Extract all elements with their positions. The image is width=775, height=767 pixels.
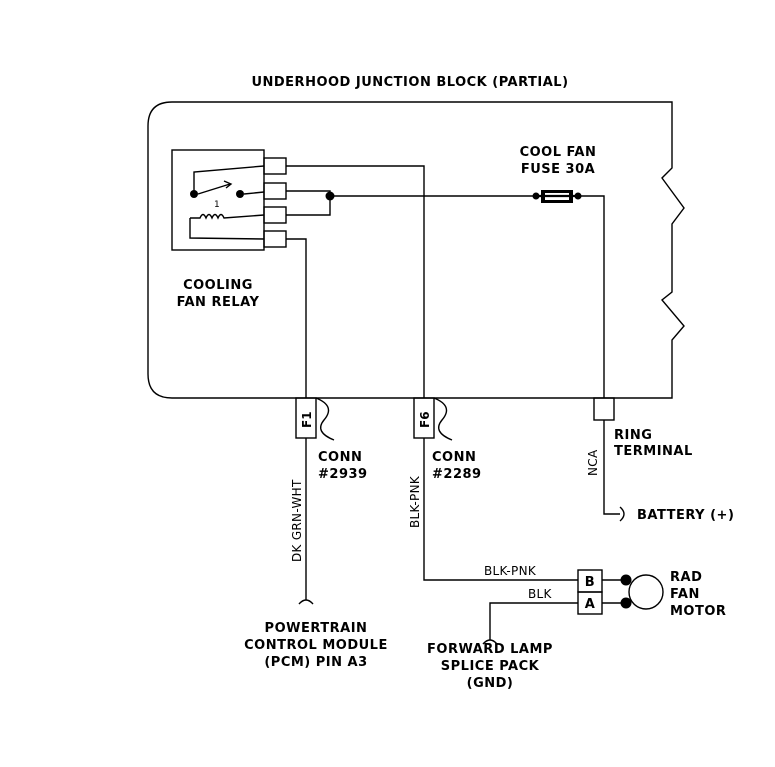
ring-terminal: RING TERMINAL NCA: [586, 397, 693, 476]
ring-terminal-line1: RING: [614, 428, 652, 443]
motor-label-line3: MOTOR: [670, 604, 726, 619]
pcm-label-line3: (PCM) PIN A3: [264, 655, 367, 670]
relay-internal-wire-top: [193, 165, 265, 194]
connector-f1-pin: F1: [300, 411, 314, 428]
pcm-wire-end: [298, 599, 314, 605]
wire-label-blk: BLK: [528, 587, 553, 601]
motor-terminal-a: [620, 597, 632, 609]
battery-wire-end: [619, 506, 625, 522]
relay-label-line2: FAN RELAY: [177, 295, 260, 310]
connector-f6-line1: CONN: [432, 450, 476, 465]
relay-contact-right: [236, 190, 244, 198]
wire-label-nca: NCA: [586, 449, 600, 476]
rad-fan-motor: B A RAD FAN MOTOR: [577, 569, 726, 619]
ground-label-line1: FORWARD LAMP: [427, 642, 553, 657]
connector-f1-line2: #2939: [318, 467, 368, 482]
motor-pin-b-label: B: [585, 575, 595, 590]
relay-pin-4: [263, 230, 287, 248]
wire-label-blk-pnk-vertical: BLK-PNK: [408, 475, 422, 528]
relay-housing: [171, 149, 265, 251]
relay-switch-arm: [197, 183, 231, 195]
cool-fan-fuse: COOL FAN FUSE 30A: [520, 145, 597, 203]
ground-label-line2: SPLICE PACK: [441, 659, 540, 674]
motor-terminal-b: [620, 574, 632, 586]
relay-label-line1: COOLING: [183, 278, 253, 293]
diagram-title: UNDERHOOD JUNCTION BLOCK (PARTIAL): [251, 75, 568, 90]
pcm-label-line2: CONTROL MODULE: [244, 638, 388, 653]
motor-label-line2: FAN: [670, 587, 700, 602]
relay-pin-1: [263, 157, 287, 175]
wire-relay-pin2: [286, 190, 331, 196]
fuse-label-line2: FUSE 30A: [521, 162, 595, 177]
relay-pin-3: [263, 206, 287, 224]
cooling-fan-relay: 1 COOLING FAN RELAY: [171, 149, 287, 310]
wire-fuse-to-ring: [578, 195, 605, 398]
connector-f1: F1 CONN #2939: [295, 397, 368, 482]
connector-f6-mark: [433, 397, 453, 441]
relay-internal-wire-mid: [243, 191, 265, 195]
pcm-label-line1: POWERTRAIN: [265, 621, 368, 636]
connector-f6: F6 CONN #2289: [413, 397, 482, 482]
battery-label: BATTERY (+): [637, 508, 734, 523]
motor-symbol: [628, 574, 664, 610]
junction-block-outline: [147, 101, 685, 399]
wire-relay-pin3: [286, 196, 331, 216]
wire-ring-to-battery: [603, 420, 620, 515]
relay-switch-arrow: [223, 180, 233, 189]
fuse-label-line1: COOL FAN: [520, 145, 597, 160]
motor-pin-a-label: A: [585, 597, 596, 612]
ground-wire-end: [482, 639, 498, 645]
relay-pin-2: [263, 182, 287, 200]
relay-coil: [190, 213, 265, 220]
relay-coil-return: [189, 218, 265, 240]
connector-f6-pin: F6: [418, 411, 432, 428]
wire-label-blk-pnk: BLK-PNK: [484, 564, 537, 578]
connector-f6-line2: #2289: [432, 467, 482, 482]
wire-blk-pnk: [423, 438, 578, 581]
wire-relay-to-f1: [286, 238, 307, 398]
ring-terminal-line2: TERMINAL: [614, 444, 693, 459]
wire-blk: [489, 602, 578, 640]
wire-relay-to-f6: [286, 165, 425, 398]
ring-terminal-body: [593, 397, 615, 421]
wire-label-dk-grn-wht: DK GRN-WHT: [290, 479, 304, 562]
connector-f1-line1: CONN: [318, 450, 362, 465]
connector-f1-mark: [315, 397, 335, 441]
fuse-terminal-left: [532, 192, 540, 200]
motor-label-line1: RAD: [670, 570, 702, 585]
relay-switch-mark: 1: [214, 200, 220, 210]
ground-label-line3: (GND): [467, 676, 514, 691]
